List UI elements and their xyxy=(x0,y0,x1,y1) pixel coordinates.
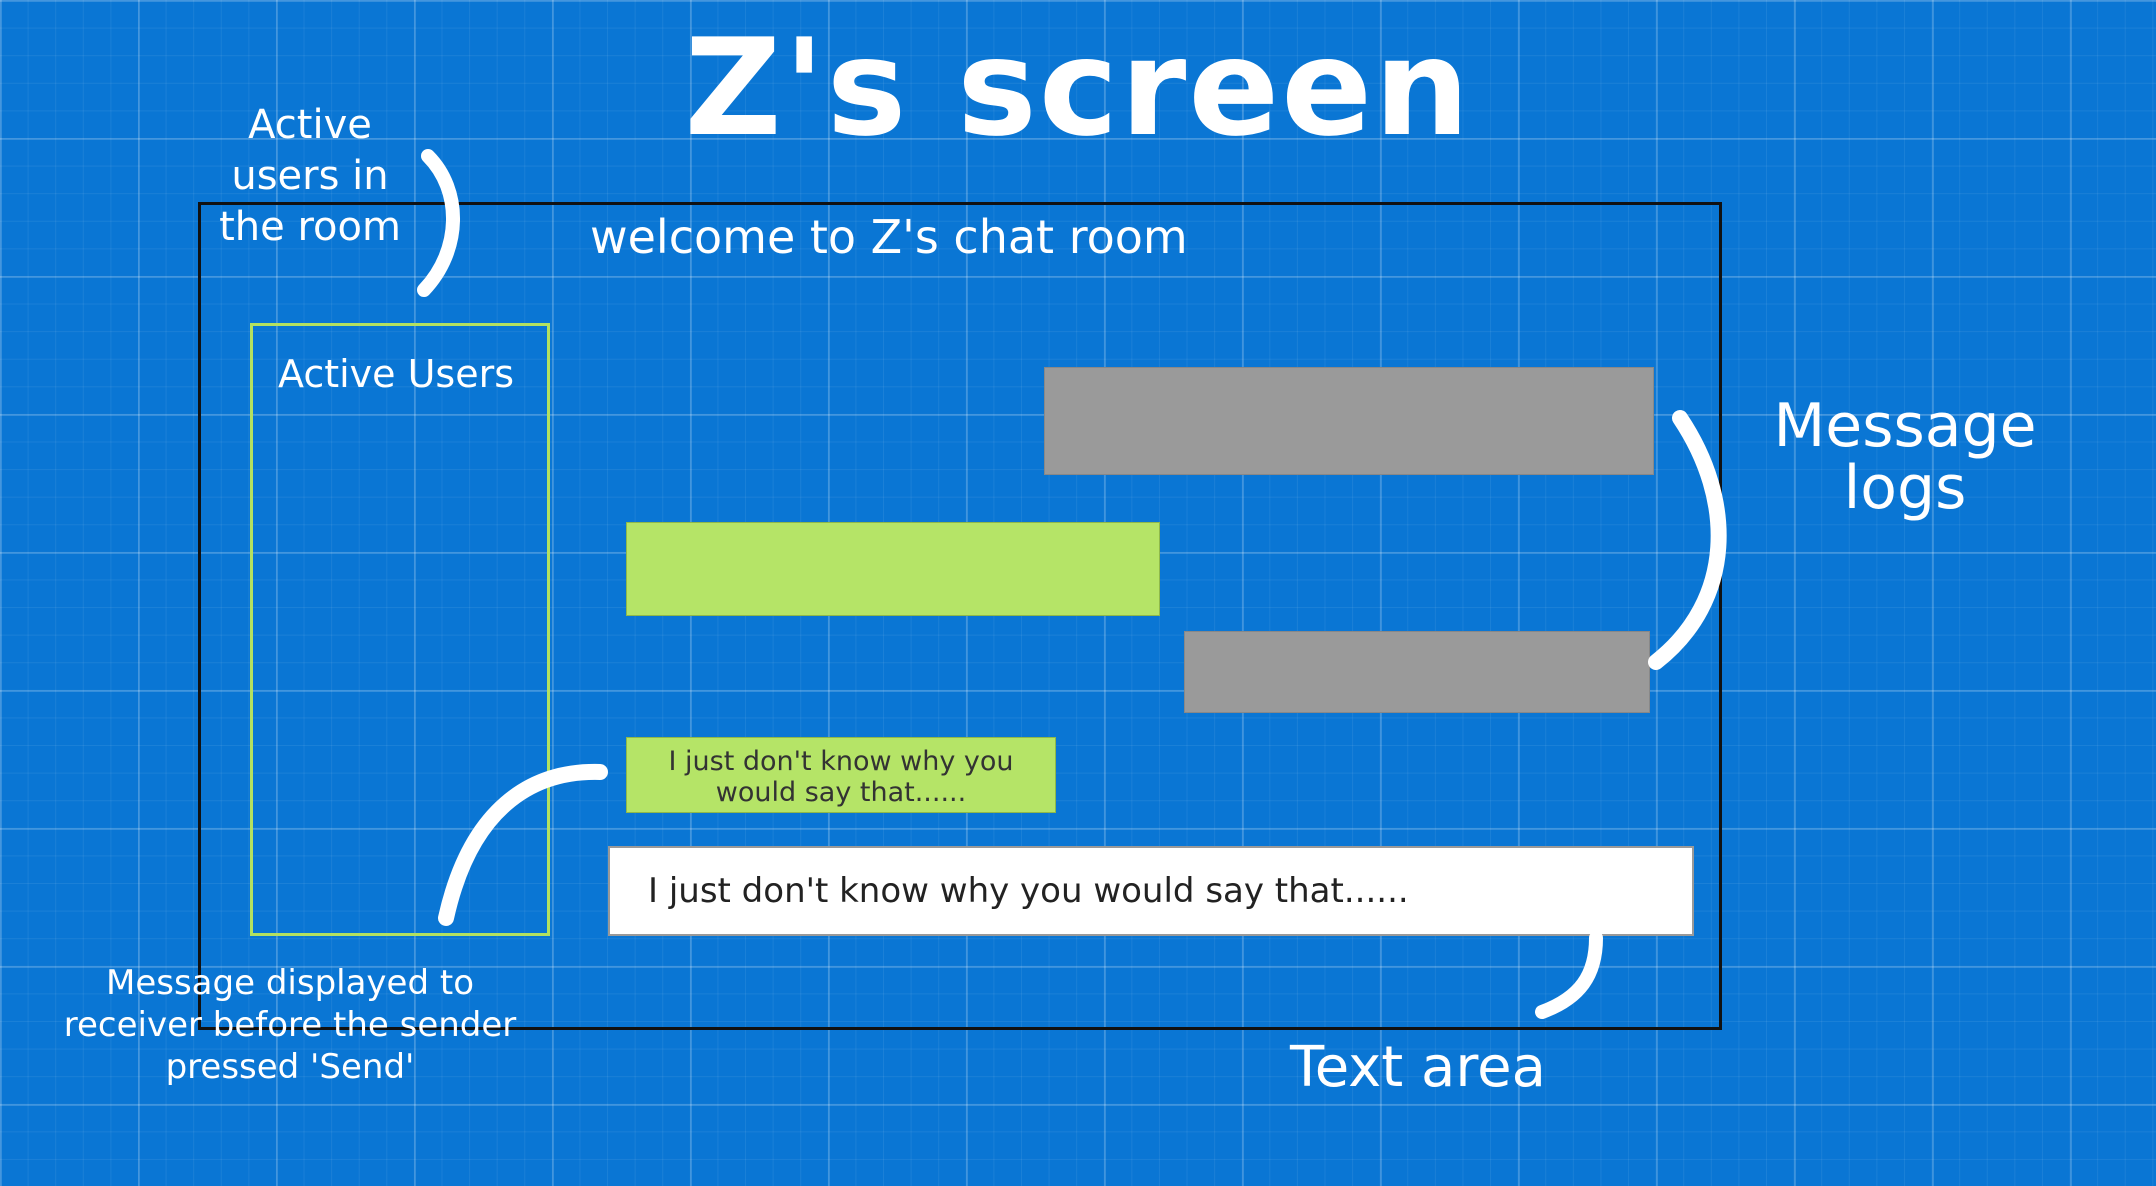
received-message-bubble xyxy=(1184,631,1650,713)
sent-message-bubble xyxy=(626,522,1160,616)
annotation-preview-message: Message displayed to receiver before the… xyxy=(63,963,517,1087)
received-message-bubble xyxy=(1044,367,1654,475)
annotation-text-area: Text area xyxy=(1290,1035,1546,1100)
annotation-active-users: Active users in the room xyxy=(219,102,401,250)
welcome-heading: welcome to Z's chat room xyxy=(590,210,1188,264)
annotation-message-logs: Message logs xyxy=(1773,391,2037,523)
page-title: Z's screen xyxy=(684,10,1472,166)
message-text-area[interactable]: I just don't know why you would say that… xyxy=(608,846,1694,936)
active-users-panel xyxy=(250,323,550,936)
active-users-title: Active Users xyxy=(278,352,515,396)
preview-message-bubble: I just don't know why you would say that… xyxy=(626,737,1056,813)
